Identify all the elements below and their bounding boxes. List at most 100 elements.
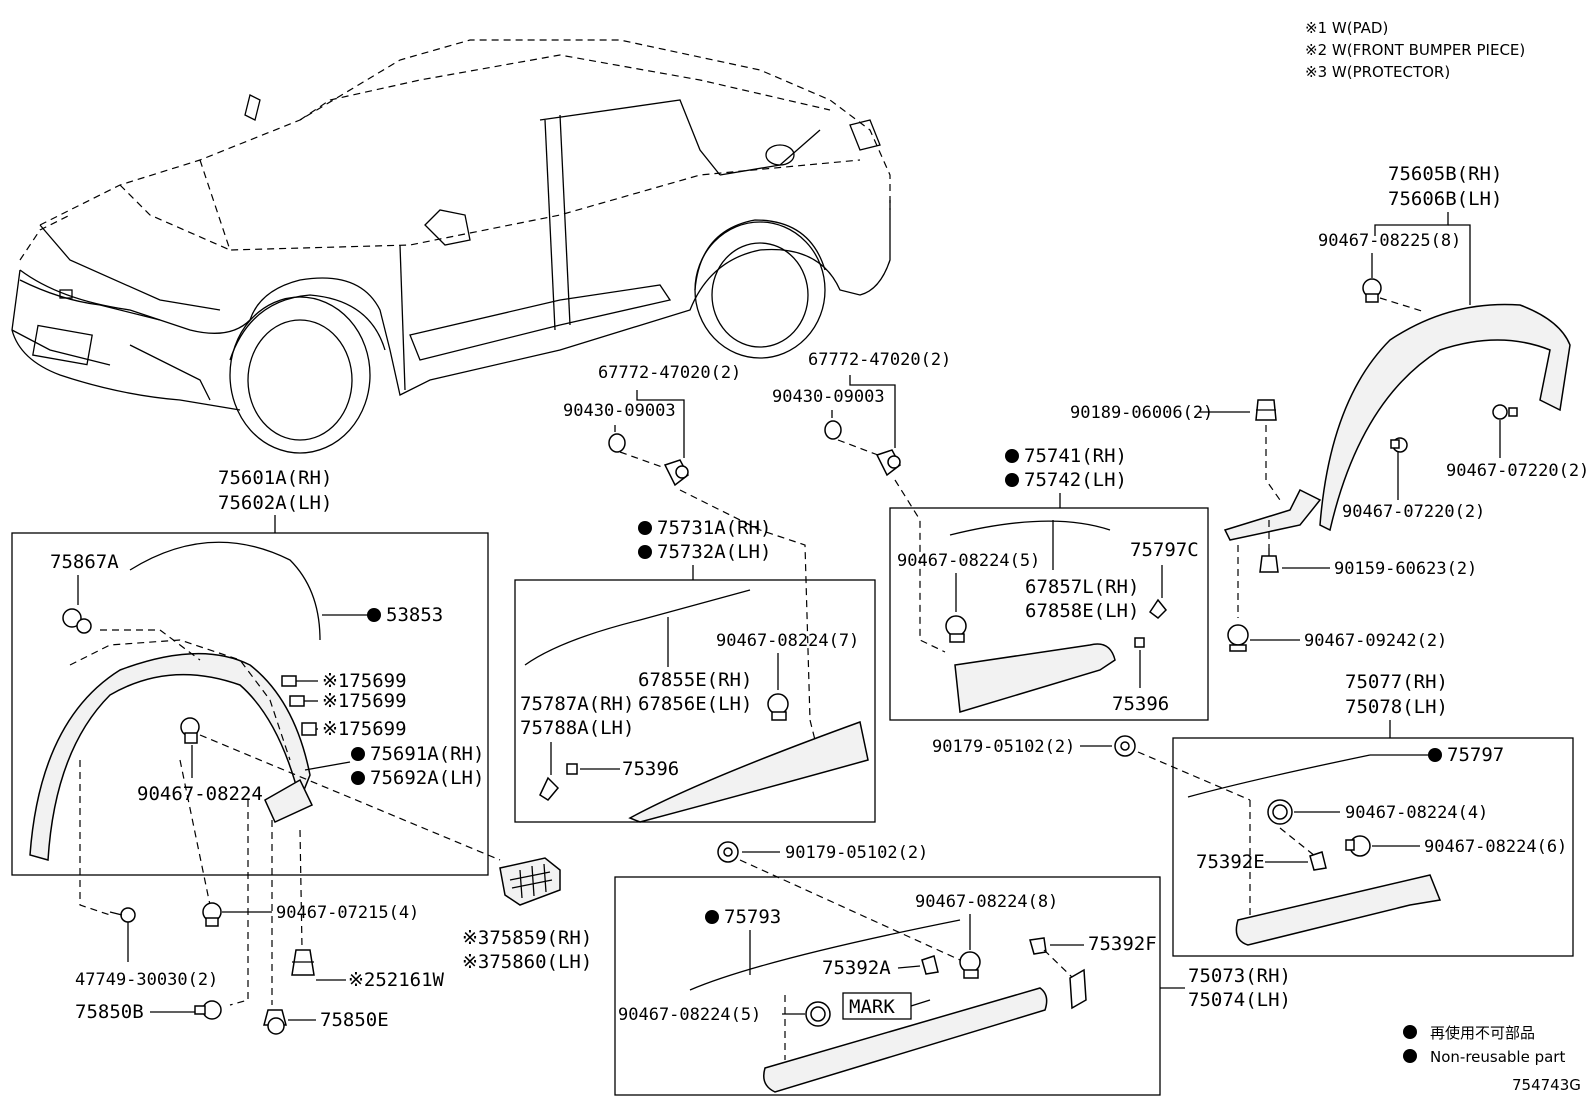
label-90467-08224-5a: 90467-08224(5) — [897, 551, 1040, 571]
pad-75392E — [1309, 851, 1327, 871]
pad-75787A — [539, 776, 560, 801]
label-75867A: 75867A — [50, 551, 119, 573]
label-53853: 53853 — [386, 604, 443, 626]
label-75699-a: ※175699 — [322, 670, 407, 692]
screw-90159-60623 — [1259, 548, 1279, 573]
clip-90467-08224-8 — [959, 951, 981, 979]
clip-90467-08224-4 — [1267, 799, 1293, 825]
label-67858E: 67858E(LH) — [1025, 600, 1139, 622]
label-47749-30030: 47749-30030(2) — [75, 970, 218, 990]
front-door-moulding-67855E — [524, 589, 751, 666]
rear-fender-bracket — [1223, 488, 1322, 541]
label-75850E: 75850E — [320, 1009, 389, 1031]
label-67856E: 67856E(LH) — [638, 693, 752, 715]
rear-door-box — [889, 507, 1209, 721]
label-52161W: ※252161W — [348, 969, 445, 991]
front-door-box — [514, 579, 876, 823]
clip-75867A — [62, 608, 92, 634]
label-90179-05102-a: 90179-05102(2) — [932, 737, 1075, 757]
clip-75396-a — [1134, 637, 1145, 648]
washer-90430-b — [824, 420, 842, 440]
label-75860: ※375860(LH) — [462, 951, 592, 973]
clip-90467-08225 — [1362, 278, 1382, 303]
label-75793: 75793 — [724, 906, 781, 928]
legend-en: Non-reusable part — [1430, 1048, 1565, 1066]
label-90467-07220-b: 90467-07220(2) — [1342, 502, 1485, 522]
label-75605B: 75605B(RH) — [1388, 163, 1502, 185]
note-protector: ※3 W(PROTECTOR) — [1305, 63, 1450, 81]
label-75731A: 75731A(RH) — [657, 517, 771, 539]
label-67772-b: 67772-47020(2) — [808, 350, 951, 370]
label-75078: 75078(LH) — [1345, 696, 1448, 718]
label-75699-b: ※175699 — [322, 690, 407, 712]
label-75392F: 75392F — [1088, 933, 1157, 955]
label-75602A: 75602A(LH) — [218, 492, 332, 514]
screw-47749-30030 — [109, 907, 136, 923]
label-75787A: 75787A(RH) — [520, 693, 634, 715]
fender-moulding-53853 — [129, 541, 321, 641]
label-75392E: 75392E — [1196, 851, 1265, 873]
label-75601A: 75601A(RH) — [218, 467, 332, 489]
label-90467-09242: 90467-09242(2) — [1304, 631, 1447, 651]
legend-jp: 再使用不可部品 — [1430, 1024, 1535, 1042]
washer-90430-a — [608, 433, 626, 453]
clip-75396-b — [566, 763, 578, 775]
label-75074: 75074(LH) — [1188, 989, 1291, 1011]
clip-90467-08224-6 — [1345, 835, 1371, 857]
front-door-garnish — [628, 721, 869, 823]
label-90430-a: 90430-09003 — [563, 401, 676, 421]
label-90467-08225: 90467-08225(8) — [1318, 231, 1461, 251]
legend-dot-en — [1403, 1049, 1417, 1063]
label-75859: ※375859(RH) — [462, 927, 592, 949]
rear-rocker-garnish — [1235, 874, 1442, 946]
rocker-moulding-75797 — [1187, 754, 1371, 798]
label-75741: 75741(RH) — [1024, 445, 1127, 467]
label-90467-08224-4: 90467-08224(4) — [1345, 803, 1488, 823]
clip-90467-08224-5a — [945, 615, 967, 643]
protector-75859 — [499, 857, 561, 906]
label-75606B: 75606B(LH) — [1388, 188, 1502, 210]
pad-75392F — [1029, 937, 1047, 955]
clip-90467-08224-front — [180, 717, 200, 744]
label-90189-06006: 90189-06006(2) — [1070, 403, 1213, 423]
label-75692A: 75692A(LH) — [370, 767, 484, 789]
legend-dot-jp — [1403, 1025, 1417, 1039]
vehicle-illustration — [11, 39, 891, 454]
label-90467-08224-7: 90467-08224(7) — [716, 631, 859, 651]
label-75850B: 75850B — [75, 1001, 144, 1023]
label-75691A: 75691A(RH) — [370, 743, 484, 765]
rear-door-garnish — [954, 643, 1116, 713]
clip-90467-07215 — [202, 902, 222, 927]
clip-52161W — [291, 949, 315, 976]
rocker-box — [614, 876, 1161, 1096]
pad-75797C — [1148, 598, 1168, 619]
label-90467-08224: 90467-08224 — [137, 783, 263, 805]
front-fender-flare — [29, 652, 311, 861]
note-pad: ※1 W(PAD) — [1305, 19, 1388, 37]
label-67855E: 67855E(RH) — [638, 669, 752, 691]
clip-90189-06006 — [1255, 399, 1277, 421]
clip-90467-08224-7 — [767, 693, 789, 721]
clip-67772-b — [875, 449, 901, 477]
label-75396-b: 75396 — [622, 758, 679, 780]
rear-fender-flare — [1319, 303, 1571, 532]
label-90179-05102-b: 90179-05102(2) — [785, 843, 928, 863]
label-75077: 75077(RH) — [1345, 671, 1448, 693]
label-90159-60623: 90159-60623(2) — [1334, 559, 1477, 579]
label-67857L: 67857L(RH) — [1025, 576, 1139, 598]
clip-90179-05102-b — [717, 841, 739, 863]
clip-90179-05102-a — [1114, 735, 1136, 757]
label-75396-a: 75396 — [1112, 693, 1169, 715]
label-90467-08224-5b: 90467-08224(5) — [618, 1005, 761, 1025]
label-75742: 75742(LH) — [1024, 469, 1127, 491]
label-75732A: 75732A(LH) — [657, 541, 771, 563]
note-front-bumper-piece: ※2 W(FRONT BUMPER PIECE) — [1305, 41, 1525, 59]
pad-75392A — [921, 955, 939, 975]
figure-id: 754743G — [1512, 1076, 1581, 1094]
label-90430-b: 90430-09003 — [772, 387, 885, 407]
label-75699-c: ※175699 — [322, 718, 407, 740]
rear-rocker-box — [1172, 737, 1574, 957]
label-mark: MARK — [849, 996, 895, 1018]
front-bumper-piece — [264, 778, 314, 823]
